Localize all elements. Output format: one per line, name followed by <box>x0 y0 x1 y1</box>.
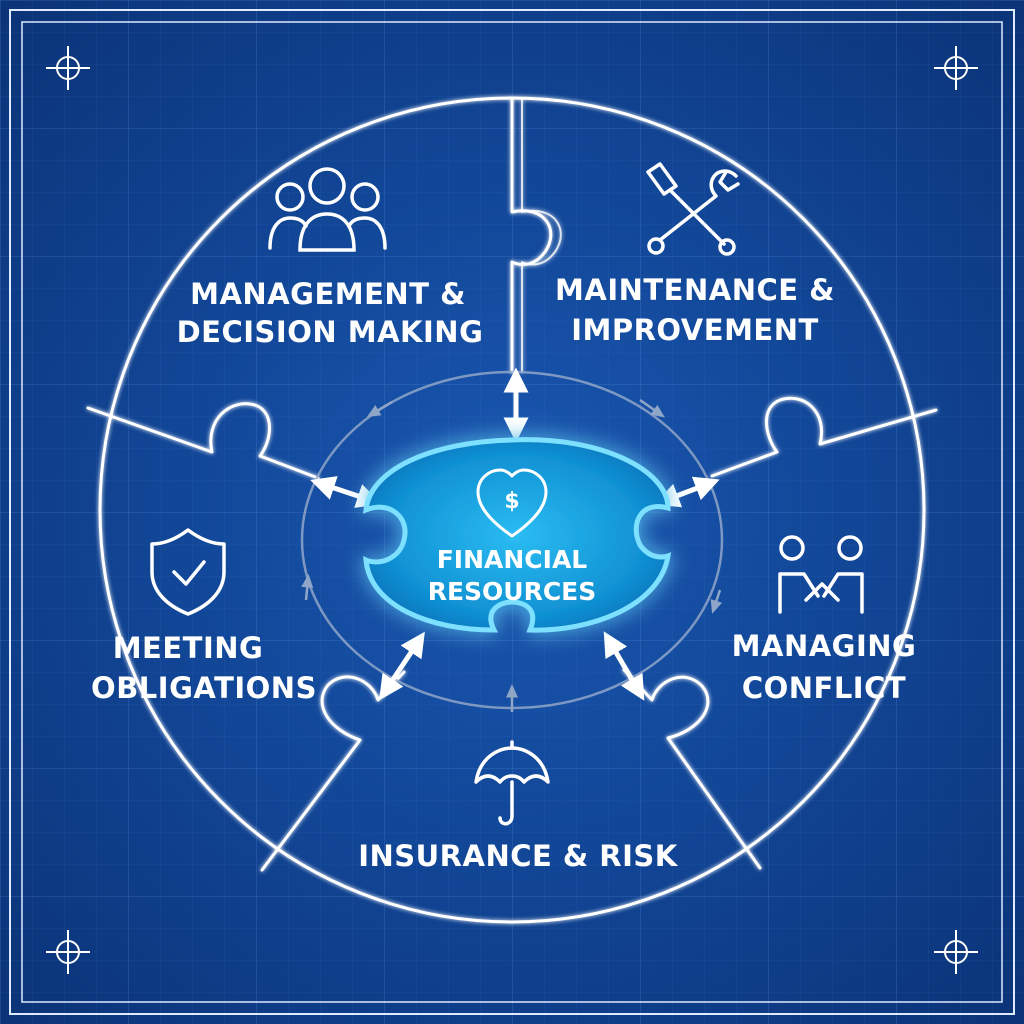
segment-management: MANAGEMENT & DECISION MAKING <box>177 167 484 349</box>
segment-obligations-line2: OBLIGATIONS <box>91 671 317 705</box>
people-group-icon <box>268 167 387 252</box>
segment-maintenance: MAINTENANCE & IMPROVEMENT <box>555 162 835 347</box>
center-label-line1: FINANCIAL <box>437 545 588 574</box>
center-label-line2: RESOURCES <box>428 577 597 606</box>
divider-upper-left <box>86 402 320 480</box>
double-arrow <box>654 476 720 508</box>
divider-lower-right <box>622 668 762 870</box>
puzzle-wheel <box>86 96 938 924</box>
corner-marks <box>46 46 978 974</box>
outer-frame <box>9 9 1015 1015</box>
link-arrows <box>310 367 720 701</box>
double-arrow <box>379 631 425 701</box>
divider-upper-right <box>710 396 938 478</box>
crosshair-icon <box>46 930 90 974</box>
svg-text:$: $ <box>504 489 519 514</box>
segment-maintenance-line1: MAINTENANCE & <box>555 273 835 307</box>
segment-conflict-line2: CONFLICT <box>742 671 906 705</box>
segment-management-line2: DECISION MAKING <box>177 315 484 349</box>
handshake-icon <box>778 535 864 614</box>
crosshair-icon <box>934 930 978 974</box>
double-arrow <box>603 631 645 701</box>
segment-obligations-line1: MEETING <box>113 631 264 665</box>
double-arrow <box>310 476 382 508</box>
cycle-arrow <box>639 398 665 418</box>
cycle-arrow <box>366 400 393 418</box>
crosshair-icon <box>934 46 978 90</box>
tools-icon <box>646 162 740 256</box>
heart-dollar-icon: $ <box>476 468 548 538</box>
crosshair-icon <box>46 46 90 90</box>
center-piece: $ FINANCIAL RESOURCES <box>363 437 672 633</box>
cycle-arrow <box>710 589 723 614</box>
segment-management-line1: MANAGEMENT & <box>190 277 466 311</box>
segment-conflict: MANAGING CONFLICT <box>732 535 917 705</box>
segment-obligations: MEETING OBLIGATIONS <box>91 528 317 705</box>
cycle-arrow <box>301 574 314 601</box>
segment-insurance: INSURANCE & RISK <box>358 740 679 873</box>
umbrella-icon <box>474 740 550 826</box>
center-puzzle-shape <box>363 437 672 633</box>
cycle-arrows <box>301 398 723 712</box>
segment-insurance-line1: INSURANCE & RISK <box>358 839 679 873</box>
shield-check-icon <box>150 528 226 616</box>
segment-conflict-line1: MANAGING <box>732 629 917 663</box>
divider-lower-left <box>260 670 406 872</box>
segment-maintenance-line2: IMPROVEMENT <box>571 313 819 347</box>
inner-frame <box>21 21 1003 1003</box>
